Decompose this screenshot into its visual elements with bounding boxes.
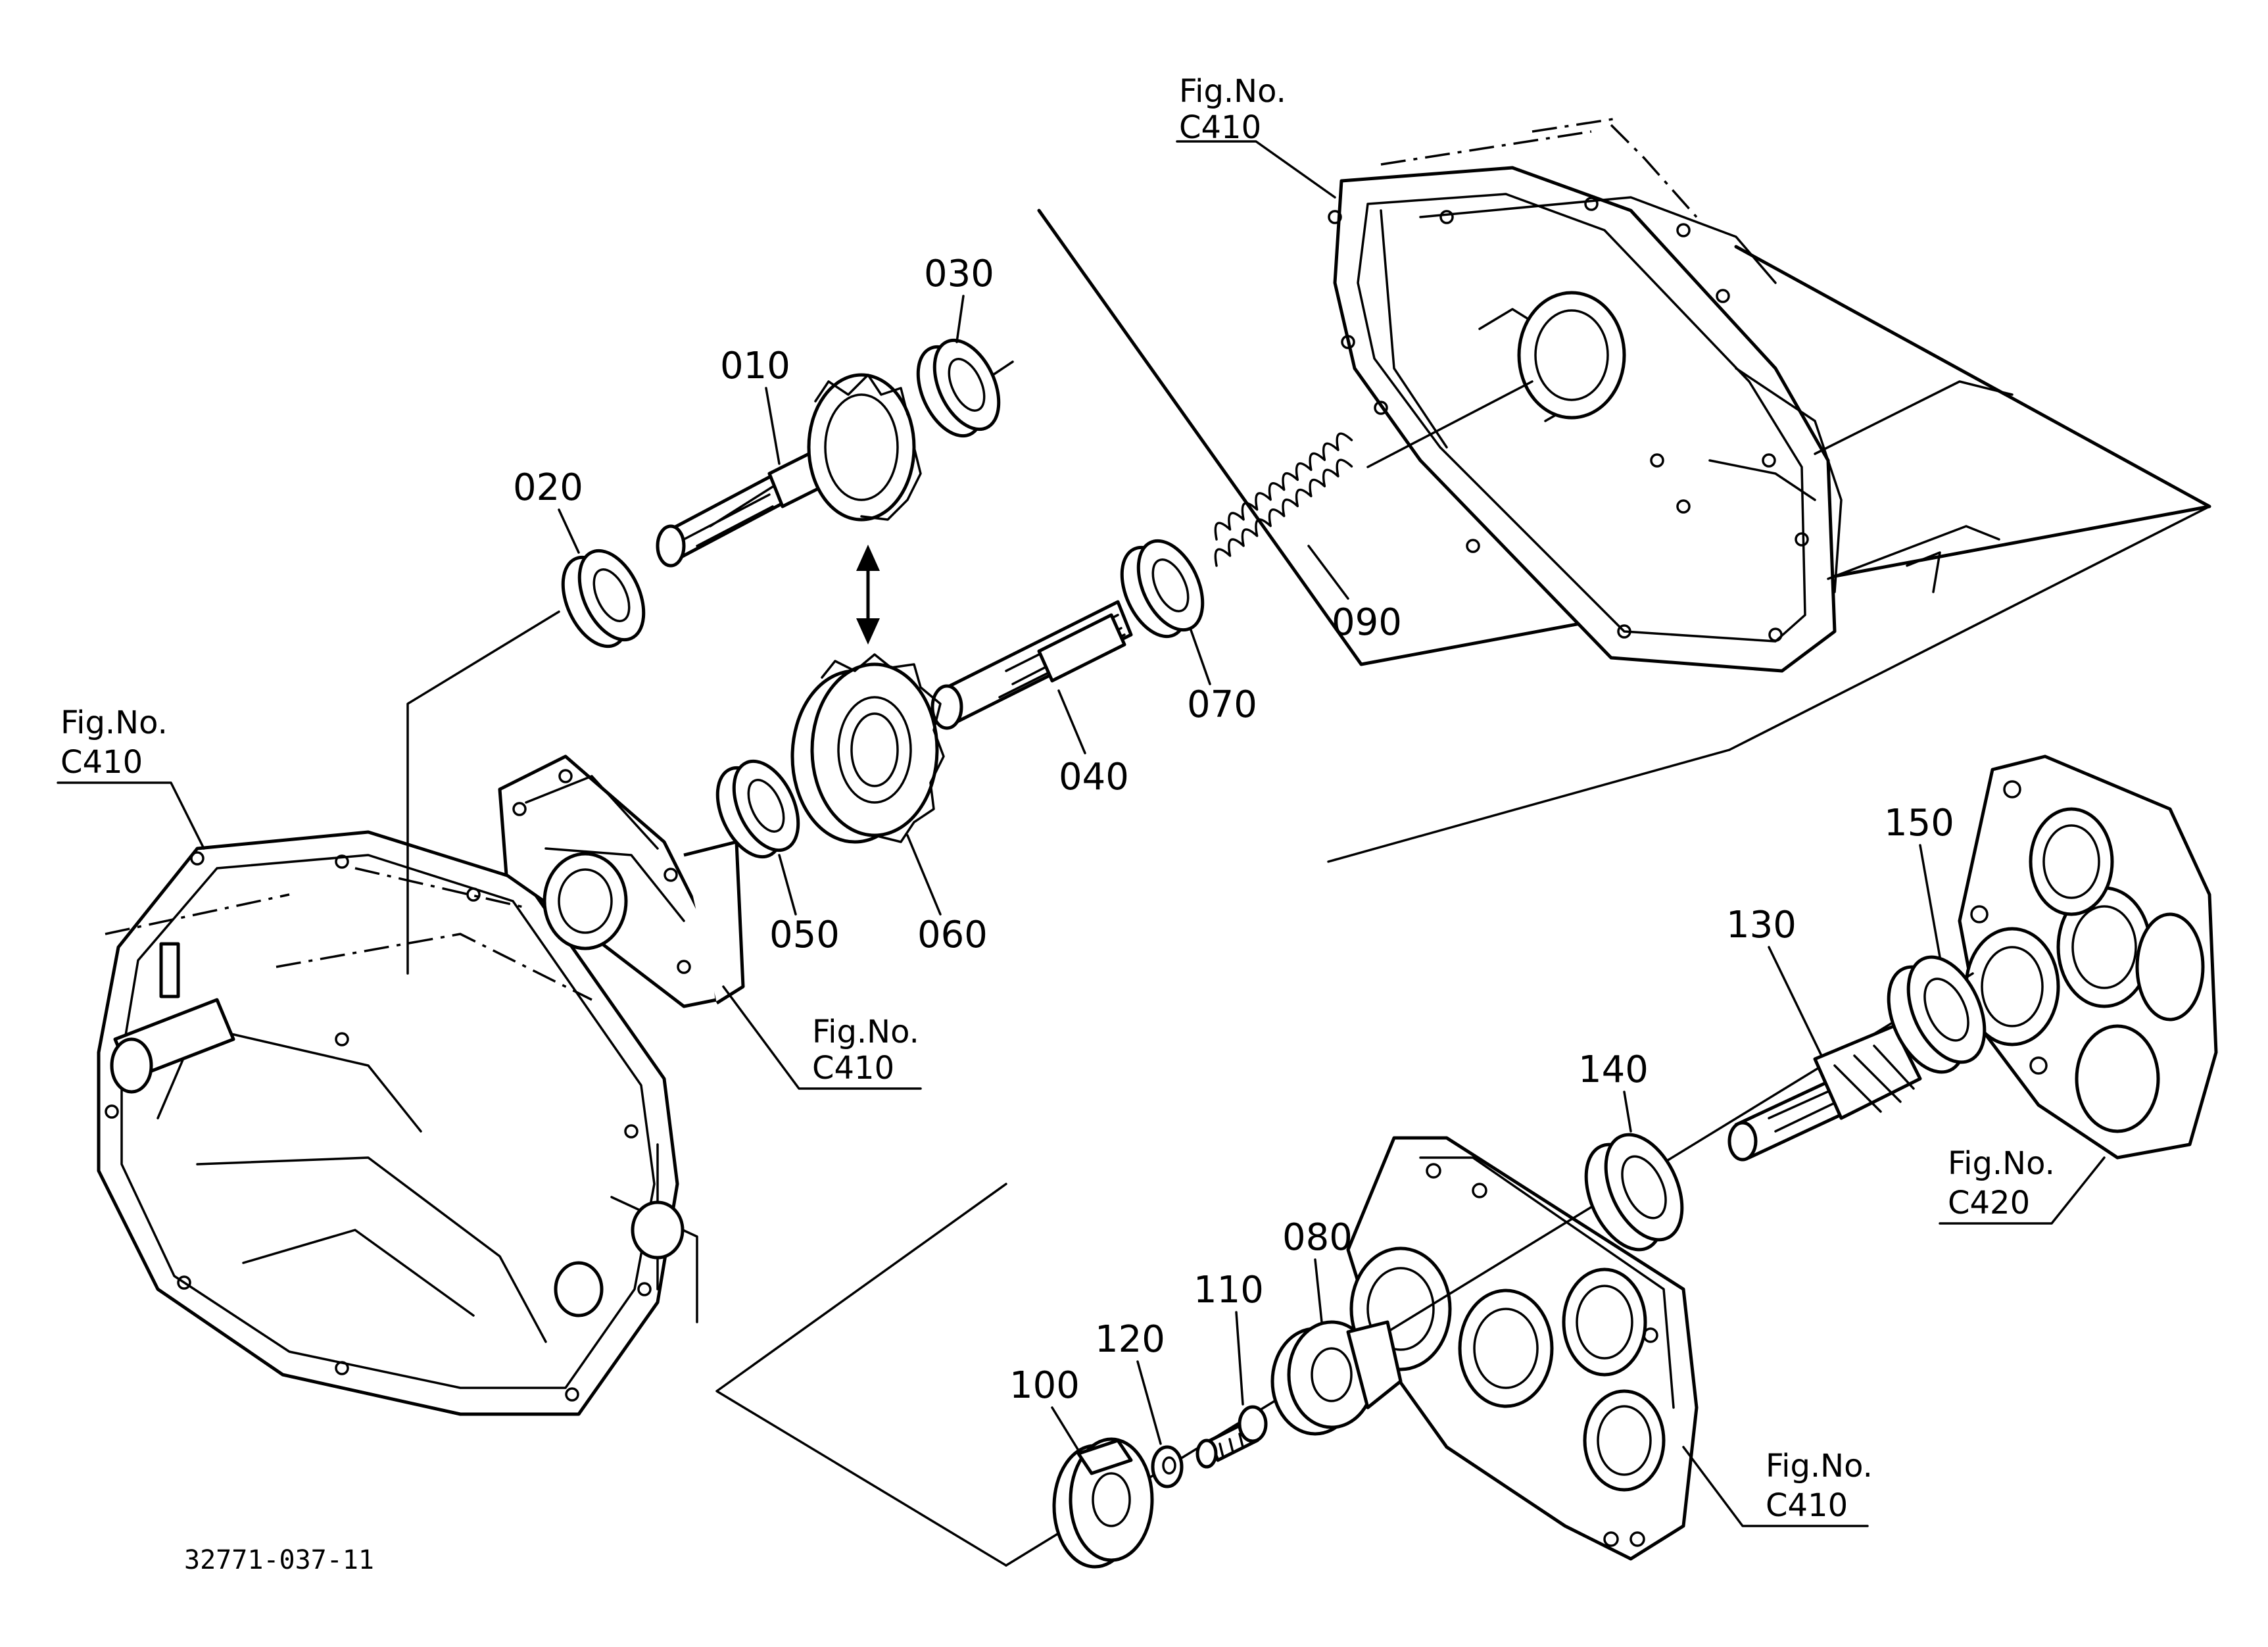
part-080-collar	[1270, 1320, 1403, 1436]
label-030: 030	[924, 253, 994, 295]
part-110-bolt	[1195, 1405, 1268, 1469]
plane-outline-top	[1728, 505, 2211, 751]
plane-outline-left	[715, 1183, 1007, 1567]
part-010-gear-shaft	[656, 373, 922, 568]
part-060-gear	[790, 653, 945, 844]
left-case-housing	[97, 830, 698, 1416]
part-030-bearing	[916, 338, 1014, 438]
diagram-id: 32771-037-11	[184, 1545, 374, 1575]
fig-label-prefix-middle: Fig.No.	[812, 1014, 919, 1050]
label-080: 080	[1282, 1216, 1353, 1259]
leader-080	[1314, 1258, 1323, 1323]
fig-ref-top-case: C410	[1179, 109, 1261, 146]
leader-100	[1051, 1406, 1080, 1452]
leader-030	[955, 295, 965, 343]
label-010: 010	[720, 345, 790, 387]
leader-050	[778, 854, 797, 916]
axis-line-020	[406, 610, 560, 975]
label-050: 050	[769, 914, 840, 956]
label-120: 120	[1095, 1318, 1165, 1361]
fig-leader-right-upper	[1939, 1156, 2106, 1225]
leader-140	[1623, 1091, 1632, 1133]
label-060: 060	[917, 914, 988, 956]
label-040: 040	[1059, 756, 1129, 799]
label-130: 130	[1726, 904, 1797, 946]
leader-120	[1136, 1360, 1162, 1445]
middle-cover	[498, 754, 745, 1008]
plane-outline-mid	[1327, 749, 1731, 863]
double-arrow-icon	[856, 545, 880, 645]
part-140-bearing	[1584, 1133, 1684, 1252]
label-020: 020	[513, 466, 583, 509]
fig-ref-middle-cover: C410	[812, 1050, 894, 1087]
fig-label-prefix-right: Fig.No.	[1948, 1145, 2055, 1182]
part-040-splined-shaft	[930, 600, 1133, 730]
label-150: 150	[1884, 802, 1954, 845]
leader-010	[765, 387, 781, 465]
leader-130	[1768, 946, 1823, 1057]
label-100: 100	[1009, 1364, 1080, 1407]
leader-110	[1235, 1311, 1244, 1406]
right-upper-housing	[1958, 754, 2218, 1160]
bottom-right-housing	[1346, 1136, 1699, 1561]
fig-ref-bottom-right: C410	[1766, 1487, 1848, 1524]
leader-040	[1057, 689, 1086, 754]
fig-leader-bottom-right	[1682, 1446, 1869, 1527]
fig-leader-middle	[722, 985, 922, 1090]
leader-150	[1919, 844, 1941, 958]
leader-060	[906, 834, 942, 916]
top-case-housing	[1037, 117, 2211, 673]
part-150-bearing	[1887, 955, 1987, 1074]
fig-label-prefix-left: Fig.No.	[60, 704, 168, 741]
part-090-spring	[1214, 380, 1533, 567]
leader-070	[1189, 627, 1211, 685]
fig-leader-left	[57, 781, 205, 850]
fig-label-prefix: Fig.No.	[1179, 73, 1286, 110]
label-090: 090	[1332, 601, 1402, 644]
label-140: 140	[1578, 1048, 1649, 1091]
label-110: 110	[1194, 1269, 1264, 1312]
part-020-bearing	[561, 549, 646, 649]
part-100-flange	[1052, 1437, 1154, 1569]
label-070: 070	[1187, 683, 1257, 726]
fig-ref-left-case: C410	[60, 744, 143, 781]
part-050-bearing	[715, 759, 800, 859]
fig-label-prefix-bottom: Fig.No.	[1766, 1448, 1873, 1485]
part-120-washer	[1151, 1445, 1184, 1488]
fig-ref-right-upper: C420	[1948, 1185, 2030, 1221]
part-130-pinion-shaft	[1727, 1024, 1922, 1162]
part-070-bearing	[1120, 539, 1205, 639]
leader-020	[558, 508, 580, 554]
leader-090	[1307, 545, 1349, 600]
fig-leader-top	[1176, 140, 1336, 199]
